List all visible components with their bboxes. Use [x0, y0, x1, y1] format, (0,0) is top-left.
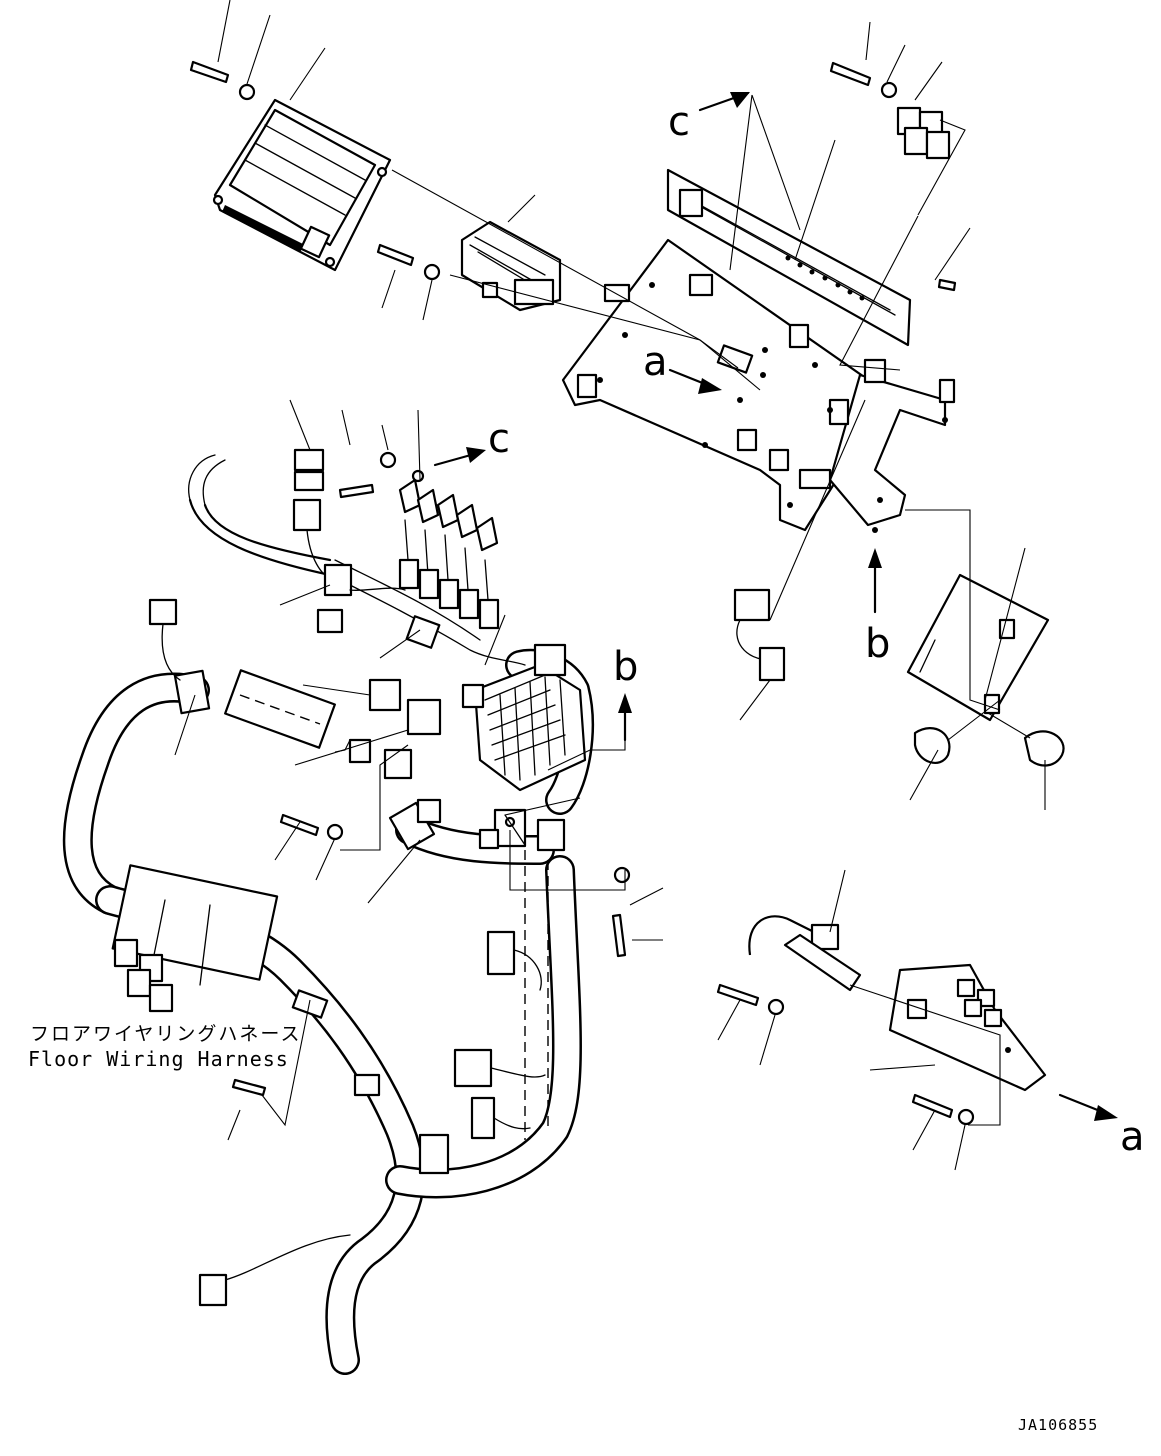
connector-pigtail — [733, 588, 786, 682]
mounting-plate — [561, 168, 956, 533]
clips — [913, 727, 1065, 767]
harness-label-english: Floor Wiring Harness — [28, 1047, 289, 1071]
leader-lines — [174, 0, 1046, 1171]
reference-letter-c-top: c — [668, 99, 690, 145]
reference-letter-c-relay: c — [488, 416, 510, 462]
reference-letter-a-bracket: a — [1120, 1114, 1145, 1160]
lower-right-assembly — [748, 915, 1047, 1092]
bolts — [189, 60, 957, 1119]
reference-letter-b-plate: b — [865, 621, 890, 667]
cover-plate — [906, 573, 1050, 722]
harness-label-japanese: フロアワイヤリングハネース — [30, 1023, 301, 1045]
reference-letter-b-fusebox: b — [613, 644, 638, 690]
fuse-relay-box — [388, 615, 587, 852]
controller-unit — [212, 98, 392, 272]
washers — [238, 81, 975, 1126]
floor-wiring-harness — [62, 454, 595, 1375]
relay-group — [293, 448, 500, 780]
drawing-number: JA106855 — [1018, 1416, 1098, 1434]
small-relays — [896, 106, 951, 160]
reference-letter-a-plate: a — [643, 339, 668, 385]
reference-arrows — [433, 91, 1118, 1121]
